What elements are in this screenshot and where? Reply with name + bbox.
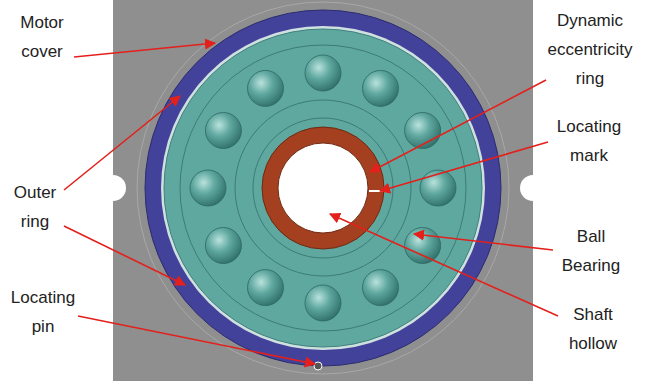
part-label: Locating mark <box>550 112 628 170</box>
leader-lines <box>64 43 558 364</box>
ball <box>363 70 399 106</box>
side-notch <box>520 175 546 201</box>
leader-line <box>74 43 215 57</box>
leader-line <box>64 96 180 190</box>
ball <box>405 113 441 149</box>
outer-ring <box>145 10 501 366</box>
race-line <box>253 118 393 258</box>
ball <box>248 270 284 306</box>
part-label: Shaft hollow <box>558 300 628 358</box>
ball <box>305 285 341 321</box>
leader-line <box>414 234 553 250</box>
leader-line <box>78 316 315 364</box>
part-label: Motor cover <box>2 8 82 66</box>
leader-line <box>64 226 185 285</box>
cover-groove <box>137 2 509 374</box>
leader-line <box>330 214 558 316</box>
part-label: Ball Bearing <box>553 222 629 280</box>
shaft-hollow <box>278 143 368 233</box>
ball <box>363 270 399 306</box>
part-label: Outer ring <box>4 178 66 236</box>
bearing-face <box>164 29 482 347</box>
ball <box>205 113 241 149</box>
leader-line <box>370 80 546 172</box>
part-label: Locating pin <box>2 283 84 341</box>
race-line <box>235 100 411 276</box>
ball <box>205 228 241 264</box>
ball <box>405 228 441 264</box>
outer-race-edge <box>161 26 485 350</box>
race-line <box>180 45 466 331</box>
ball <box>248 70 284 106</box>
locating-pin <box>314 362 322 370</box>
leader-line <box>380 142 548 191</box>
motor-cover <box>113 0 533 381</box>
ball <box>190 170 226 206</box>
side-notch <box>100 175 126 201</box>
ball-set <box>190 55 456 321</box>
part-label: Dynamic eccentricity ring <box>537 6 643 93</box>
ball <box>420 170 456 206</box>
ball <box>305 55 341 91</box>
